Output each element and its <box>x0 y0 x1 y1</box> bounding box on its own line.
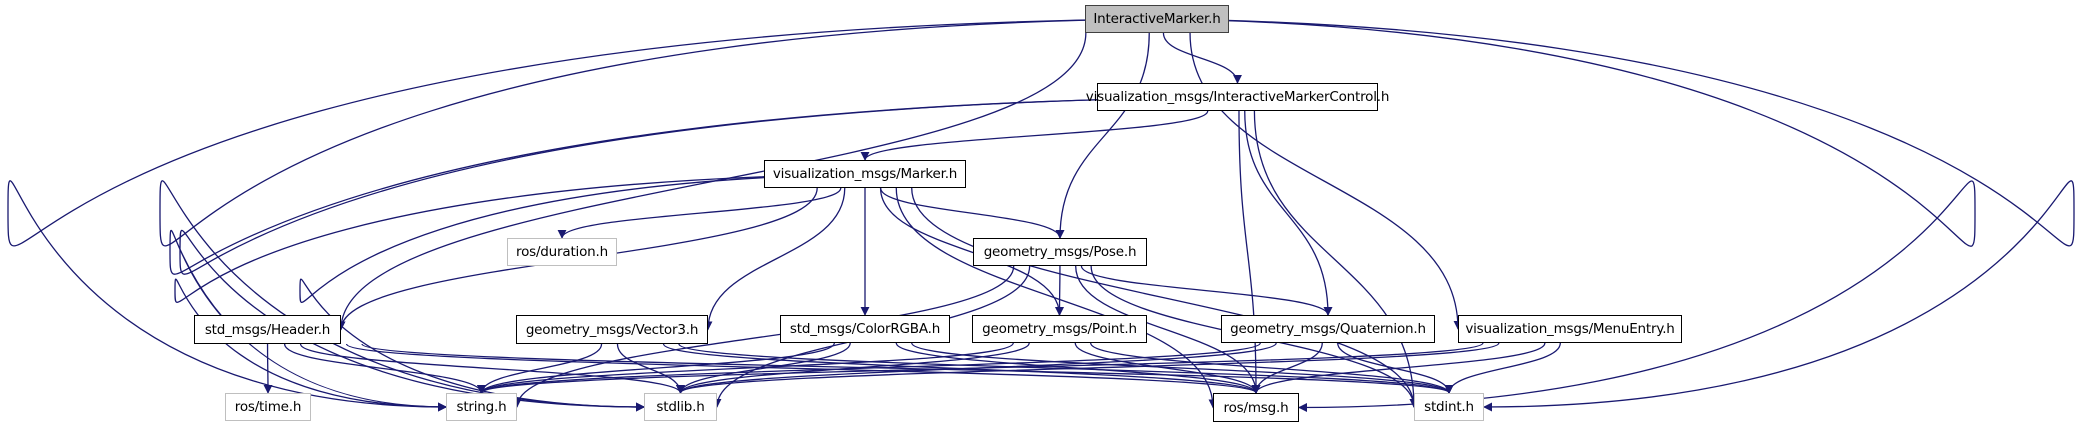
edge-marker-to-msg <box>895 187 1218 409</box>
edge-imc-to-quaternion <box>1244 110 1333 316</box>
edge-menuentry-to-msg <box>1251 342 1546 394</box>
node-ros-time-h: ros/time.h <box>225 393 311 421</box>
node-quaternion-h[interactable]: geometry_msgs/Quaternion.h <box>1221 315 1435 343</box>
node-label: ros/duration.h <box>516 244 608 260</box>
node-label: string.h <box>456 399 507 415</box>
edge-header-to-stdint <box>361 343 1454 394</box>
node-label: ros/msg.h <box>1223 399 1289 416</box>
node-label: geometry_msgs/Pose.h <box>983 244 1137 260</box>
node-point-h[interactable]: geometry_msgs/Point.h <box>972 315 1147 343</box>
node-header-h[interactable]: std_msgs/Header.h <box>194 315 341 344</box>
edge-colorrgba-to-stdint <box>911 342 1454 394</box>
node-ros-duration-h: ros/duration.h <box>507 238 617 266</box>
edge-point-to-msg <box>1074 342 1261 394</box>
edge-marker-to-vector3 <box>703 187 846 331</box>
edge-imc-to-marker <box>860 110 1209 161</box>
edge-header-to-msg <box>345 343 1261 394</box>
node-label: geometry_msgs/Point.h <box>982 321 1137 337</box>
node-pose-h[interactable]: geometry_msgs/Pose.h <box>973 238 1147 266</box>
node-stdint-h: stdint.h <box>1414 393 1484 421</box>
node-label: InteractiveMarker.h <box>1093 11 1221 27</box>
node-label: stdint.h <box>1424 399 1474 415</box>
node-label: visualization_msgs/Marker.h <box>772 166 958 182</box>
edge-menuentry-to-stdlib <box>676 342 1500 394</box>
node-label: stdlib.h <box>656 399 705 415</box>
edge-interactive_marker-to-menuentry <box>1189 32 1463 330</box>
node-label: geometry_msgs/Vector3.h <box>525 321 699 338</box>
edge-interactive_marker-to-stdint <box>1156 18 2075 412</box>
edge-colorrgba-to-stdlib <box>676 342 851 394</box>
edge-menuentry-to-string <box>477 342 1484 394</box>
node-interactive-marker-h[interactable]: InteractiveMarker.h <box>1085 5 1229 33</box>
edge-marker-to-stdlib <box>299 173 866 412</box>
node-stdlib-h: stdlib.h <box>644 393 717 421</box>
node-label: std_msgs/ColorRGBA.h <box>789 321 941 337</box>
edge-header-to-string <box>283 343 486 394</box>
node-string-h: string.h <box>446 393 517 421</box>
edge-point-to-string <box>477 342 1014 394</box>
node-label: visualization_msgs/MenuEntry.h <box>1465 321 1675 337</box>
edge-point-to-stdint <box>1090 342 1454 394</box>
edge-interactive_marker-to-imc <box>1162 32 1242 84</box>
edge-pose-to-quaternion <box>1080 265 1333 316</box>
edge-menuentry-to-stdint <box>1444 342 1561 394</box>
edge-interactive_marker-to-pose <box>1055 32 1150 239</box>
edge-interactive_marker-to-string <box>7 18 1158 412</box>
node-label: std_msgs/Header.h <box>204 321 331 338</box>
node-interactive-marker-control-h[interactable]: visualization_msgs/InteractiveMarkerCont… <box>1086 83 1389 111</box>
node-label: visualization_msgs/InteractiveMarkerCont… <box>1085 89 1390 105</box>
edge-interactive_marker-to-stdlib <box>159 18 1158 412</box>
node-label: geometry_msgs/Quaternion.h <box>1230 321 1426 337</box>
edge-marker-to-string <box>174 173 866 412</box>
edge-marker-to-duration <box>557 187 842 239</box>
edge-header-to-stdlib <box>299 343 685 394</box>
edge-vector3-to-string <box>477 343 603 394</box>
edge-colorrgba-to-string <box>477 342 835 394</box>
node-ros-msg-h[interactable]: ros/msg.h <box>1213 393 1299 422</box>
node-label: ros/time.h <box>234 399 302 415</box>
edge-quaternion-to-string <box>477 342 1261 394</box>
edge-imc-to-msg <box>1238 110 1261 394</box>
edge-marker-to-pose <box>879 187 1065 239</box>
node-vector3-h[interactable]: geometry_msgs/Vector3.h <box>516 315 708 344</box>
node-colorrgba-h[interactable]: std_msgs/ColorRGBA.h <box>780 315 950 343</box>
edge-interactive_marker-to-msg <box>1156 18 1976 412</box>
node-marker-h[interactable]: visualization_msgs/Marker.h <box>764 160 966 188</box>
node-menu-entry-h[interactable]: visualization_msgs/MenuEntry.h <box>1458 315 1682 343</box>
edge-pose-to-string <box>512 265 1015 408</box>
edge-marker-to-point <box>879 187 1064 316</box>
